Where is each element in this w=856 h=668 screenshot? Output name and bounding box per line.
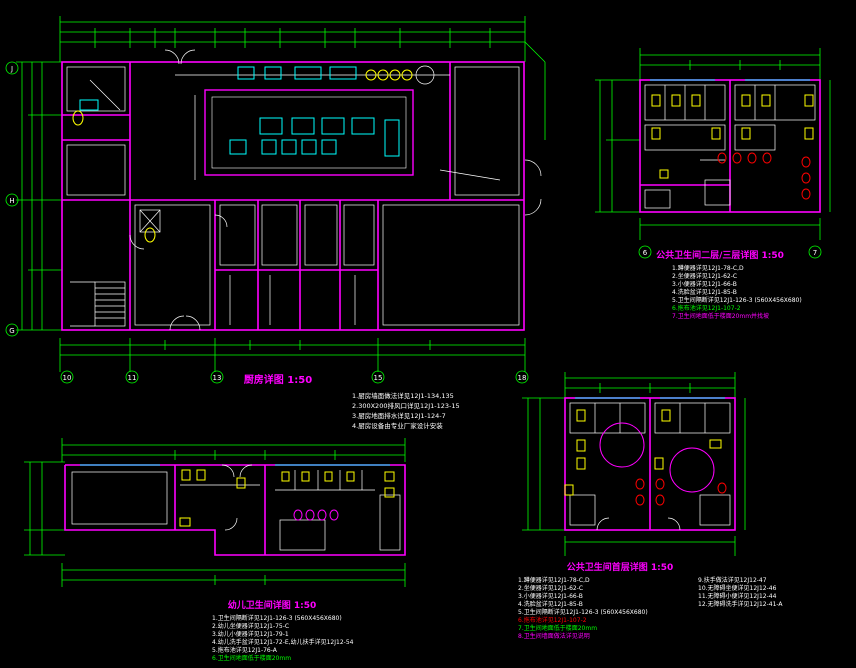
axis-label-10: 10 — [63, 374, 72, 382]
child-wc-note-4: 4.幼儿洗手盆详见12J1-72-E,幼儿扶手详见12J12-54 — [212, 638, 354, 646]
kitchen-details — [66, 49, 542, 331]
public-wc-upper-toilets — [651, 94, 814, 179]
child-wc-notes: 1.卫生间隔断详见12J1-126-3 (560X456X680) 2.幼儿坐便… — [212, 614, 354, 662]
public-wc-upper-note-4: 4.洗脸盆详见12J1-85-B — [672, 288, 737, 296]
child-wc-note-1: 1.卫生间隔断详见12J1-126-3 (560X456X680) — [212, 614, 342, 622]
kitchen-axis-labels: 10 11 13 15 18 J H G — [9, 65, 526, 382]
public-wc-upper-note-2: 2.坐便器详见12J1-62-C — [672, 272, 737, 280]
public-wc-ground-note-10: 10.无障碍坐便详见12J12-46 — [698, 584, 777, 592]
public-wc-ground-note-8: 8.卫生间墙面做法详见说明 — [518, 632, 590, 640]
child-wc-note-6: 6.卫生间地面低于楼面20mm — [212, 654, 291, 662]
public-wc-ground-plan: 公共卫生间首层详图 1:50 1.蹲便器详见12J1-78-C,D 2.坐便器详… — [518, 372, 783, 640]
kitchen-plan: 10 11 13 15 18 J H G 厨房详图 1:50 1.厨房墙面做法详… — [5, 16, 546, 430]
public-wc-ground-dimensions — [522, 372, 746, 556]
child-wc-details — [71, 464, 401, 551]
axis-label-j: J — [10, 65, 13, 73]
child-wc-note-3: 3.幼儿小便器详见12J1-79-1 — [212, 630, 289, 638]
kitchen-fixtures — [72, 65, 435, 243]
public-wc-upper-note-1: 1.蹲便器详见12J1-78-C,D — [672, 264, 744, 272]
axis-label-15: 15 — [374, 374, 383, 382]
public-wc-upper-note-7: 7.卫生间地面低于楼面20mm并找坡 — [672, 312, 769, 320]
kitchen-note-4: 4.厨房设备由专业厂家设计安装 — [352, 421, 443, 430]
public-wc-ground-note-3: 3.小便器详见12J1-66-B — [518, 592, 583, 600]
axis-label-h: H — [9, 197, 14, 205]
kitchen-dimensions-left — [16, 61, 62, 331]
kitchen-walls — [61, 61, 525, 331]
public-wc-ground-note-12: 12.无障碍洗手详见12J12-41-A — [698, 600, 783, 608]
kitchen-plan-title: 厨房详图 1:50 — [244, 373, 312, 386]
kitchen-axis-bubbles — [5, 61, 529, 384]
public-wc-upper-dimensions — [595, 48, 831, 240]
child-wc-walls — [64, 464, 406, 556]
kitchen-dimensions-top — [59, 16, 546, 140]
kitchen-central-island — [204, 89, 414, 176]
public-wc-upper-title: 公共卫生间二层/三层详图 1:50 — [656, 249, 784, 261]
public-wc-ground-note-6: 6.拖布池详见12J1-107-2 — [518, 616, 587, 624]
public-wc-upper-note-6: 6.拖布池详见12J1-107-2 — [672, 304, 741, 312]
child-wc-dimensions — [24, 438, 406, 587]
child-wc-plan: 幼儿卫生间详图 1:50 1.卫生间隔断详见12J1-126-3 (560X45… — [24, 438, 406, 662]
public-wc-ground-note-4: 4.洗脸盆详见12J1-85-B — [518, 600, 583, 608]
kitchen-note-3: 3.厨房地面排水详见12J1-124-7 — [352, 411, 446, 420]
public-wc-upper-plan: 6 7 公共卫生间二层/三层详图 1:50 1.蹲便器详见12J1-78-C,D… — [595, 48, 831, 320]
kitchen-note-2: 2.300X200排风口详见12J1-123-15 — [352, 401, 460, 410]
public-wc-upper-details — [644, 84, 816, 209]
public-wc-ground-notes-left: 1.蹲便器详见12J1-78-C,D 2.坐便器详见12J1-62-C 3.小便… — [518, 576, 648, 640]
public-wc-upper-axis-bubbles — [638, 245, 822, 259]
public-wc-ground-note-2: 2.坐便器详见12J1-62-C — [518, 584, 583, 592]
axis-label-g: G — [9, 327, 14, 335]
public-wc-ground-details — [569, 402, 731, 531]
kitchen-dimensions-bottom — [59, 338, 526, 372]
child-wc-toilets — [179, 469, 395, 527]
public-wc-ground-basins — [635, 478, 727, 506]
public-wc-upper-axis-labels: 6 7 — [643, 249, 817, 257]
axis-label-18: 18 — [518, 374, 527, 382]
public-wc-ground-note-11: 11.无障碍小便详见12J12-44 — [698, 592, 777, 600]
kitchen-note-1: 1.厨房墙面做法详见12J1-134,135 — [352, 391, 454, 400]
public-wc-ground-notes-right: 9.扶手做法详见12J12-47 10.无障碍坐便详见12J12-46 11.无… — [698, 576, 783, 608]
public-wc-upper-note-5: 5.卫生间隔断详见12J1-126-3 (560X456X680) — [672, 296, 802, 304]
child-wc-note-5: 5.拖布池详见12J1-76-A — [212, 646, 278, 654]
child-wc-note-2: 2.幼儿坐便器详见12J1-75-C — [212, 622, 289, 630]
public-wc-ground-title: 公共卫生间首层详图 1:50 — [567, 561, 674, 573]
public-wc-ground-note-7: 7.卫生间地面低于楼面20mm — [518, 624, 597, 632]
child-wc-basins — [293, 509, 339, 521]
kitchen-notes: 1.厨房墙面做法详见12J1-134,135 2.300X200排风口详见12J… — [352, 391, 460, 430]
axis-label-7: 7 — [813, 249, 817, 257]
public-wc-upper-note-3: 3.小便器详见12J1-66-B — [672, 280, 737, 288]
public-wc-ground-turning-circles — [599, 422, 715, 493]
public-wc-ground-note-5: 5.卫生间隔断详见12J1-126-3 (560X456X680) — [518, 608, 648, 616]
axis-label-11: 11 — [128, 374, 137, 382]
public-wc-upper-notes: 1.蹲便器详见12J1-78-C,D 2.坐便器详见12J1-62-C 3.小便… — [672, 264, 802, 320]
public-wc-ground-note-9: 9.扶手做法详见12J12-47 — [698, 576, 767, 584]
child-wc-title: 幼儿卫生间详图 1:50 — [228, 599, 317, 611]
axis-label-6: 6 — [643, 249, 648, 257]
axis-label-13: 13 — [213, 374, 222, 382]
public-wc-ground-walls — [564, 397, 736, 531]
public-wc-ground-note-1: 1.蹲便器详见12J1-78-C,D — [518, 576, 590, 584]
public-wc-ground-toilets — [564, 409, 722, 496]
public-wc-upper-basins — [717, 152, 811, 200]
